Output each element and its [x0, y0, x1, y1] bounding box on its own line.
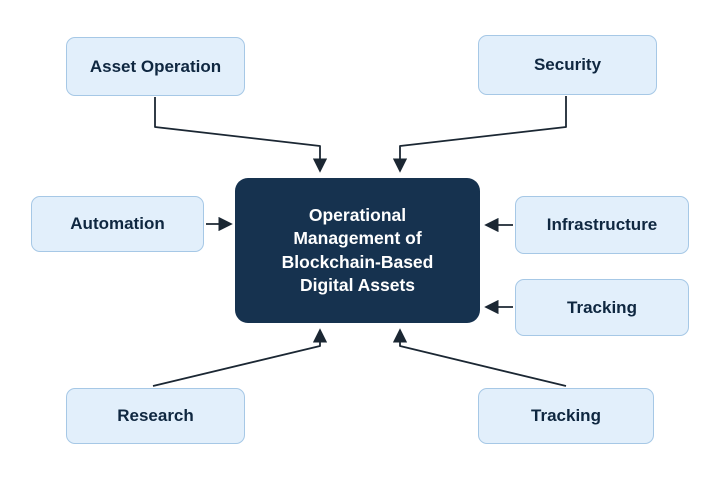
node-automation: Automation	[31, 196, 204, 252]
node-security-label: Security	[533, 55, 602, 74]
node-asset-operation-label: Asset Operation	[89, 56, 222, 76]
node-infrastructure: Infrastructure	[515, 196, 689, 254]
node-automation-label: Automation	[70, 214, 165, 233]
center-label-line-1: Operational	[308, 204, 407, 225]
center-label-line-2: Management of	[293, 228, 422, 249]
arrow-asset-operation-to-center	[154, 97, 328, 173]
center-node: Operational Management of Blockchain-Bas…	[235, 178, 480, 323]
node-infrastructure-label: Infrastructure	[546, 215, 658, 234]
node-tracking-right: Tracking	[515, 279, 689, 336]
center-label-line-3: Blockchain-Based	[281, 251, 434, 272]
node-tracking-right-label: Tracking	[567, 297, 637, 317]
node-asset-operation: Asset Operation	[66, 37, 245, 96]
node-tracking-bottom: Tracking	[478, 388, 654, 444]
arrow-security-to-center	[392, 96, 567, 173]
arrow-tracking-bottom-to-center	[392, 328, 567, 387]
node-research-label: Research	[117, 406, 194, 425]
node-security: Security	[478, 35, 657, 95]
arrow-research-to-center	[152, 328, 328, 387]
node-research: Research	[66, 388, 245, 444]
node-tracking-bottom-label: Tracking	[531, 406, 601, 425]
center-label-line-4: Digital Assets	[299, 274, 416, 295]
